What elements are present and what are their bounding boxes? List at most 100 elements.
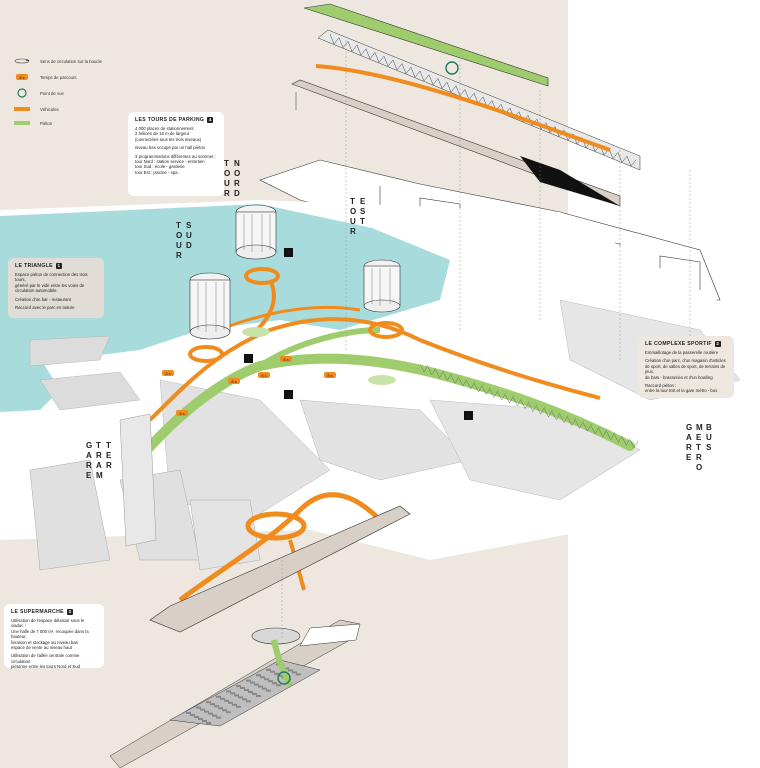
panel-paragraph: 3 programmations différentes au sommet :…	[135, 153, 216, 175]
block	[39, 371, 141, 411]
roundabout-nord	[244, 267, 280, 285]
viewpoint-supermarche	[277, 671, 291, 685]
time-badge: 8 s	[258, 372, 270, 378]
supermarche-layers	[109, 619, 361, 768]
marker-2: 2	[464, 411, 473, 420]
svg-text:4: 4	[287, 251, 291, 257]
viewpoint-circle-icon	[14, 88, 30, 98]
panel-paragraph: niveau bas occupé par un hall piéton	[135, 145, 205, 151]
legend-label: Véhicules	[40, 106, 59, 112]
green-plaza	[368, 375, 396, 385]
green-plaza	[242, 327, 270, 337]
time-badge: 8 s	[176, 410, 188, 416]
svg-text:2: 2	[467, 414, 471, 420]
panel-title: LE COMPLEXE SPORTIF	[645, 341, 712, 347]
panel-paragraph: Utilisation de l'espace délaissé sous le…	[11, 618, 89, 651]
panel-title: LE SUPERMARCHE	[11, 609, 64, 615]
pedestrian-green-bar-icon	[14, 119, 30, 127]
layer-truss-top	[317, 29, 641, 171]
panel-paragraph: Création d'un bar - restaurant	[15, 296, 71, 302]
panel-number: 1	[55, 263, 62, 269]
tower-sud	[189, 272, 231, 340]
water-inlet	[0, 358, 60, 412]
roundabout-est	[368, 321, 404, 339]
pedestrian-truss	[419, 363, 639, 449]
panel-title: LE TRIANGLE	[15, 263, 53, 269]
panel-paragraph: Raccord avec le parc en toiture	[15, 305, 75, 311]
pedestrian-route	[125, 353, 635, 475]
legend-row: Piéton	[14, 118, 134, 128]
vehicle-orange-bar-icon	[14, 105, 30, 113]
svg-text:8 s: 8 s	[261, 373, 266, 378]
panel-paragraph: Raccord piéton :entre la tour Est et la …	[645, 383, 718, 394]
travel-time-badge-icon: 8 s	[14, 73, 30, 81]
legend-row: Sens de circulation sur la boucle	[14, 56, 134, 66]
time-badge: 8 s	[324, 372, 336, 378]
svg-text:8 s: 8 s	[19, 75, 24, 80]
viewpoint-top	[445, 61, 459, 75]
panel-number: 4	[207, 117, 214, 123]
supermarche-annex	[299, 623, 361, 647]
panel-number: 2	[714, 341, 721, 347]
layer-vehicle-ramp	[315, 64, 611, 152]
layer-pedestrian-deck	[303, 3, 549, 87]
roundabout-south-interchange	[245, 511, 307, 541]
svg-text:3: 3	[247, 357, 251, 363]
legend-row: 8 s Temps de parcours	[14, 72, 134, 82]
svg-text:1: 1	[287, 393, 291, 399]
panel-paragraph: Espace piéton de connection des trois to…	[15, 272, 88, 294]
gare-tram-building	[119, 413, 157, 547]
legend-label: Temps de parcours	[40, 74, 77, 80]
layer-shadow	[520, 156, 620, 206]
tower-nord	[235, 204, 277, 260]
time-badge: 8 s	[280, 356, 292, 362]
block	[189, 499, 261, 571]
svg-text:8 s: 8 s	[179, 411, 184, 416]
marker-4: 4	[284, 248, 293, 257]
time-badge: 8 s	[162, 370, 174, 376]
parking-towers	[189, 204, 401, 340]
block	[29, 459, 111, 571]
legend-label: Piéton	[40, 120, 53, 126]
svg-text:8 s: 8 s	[283, 357, 288, 362]
legend-label: Point de vue	[40, 90, 64, 96]
panel-paragraph: Emmaillotage de la passerelle routière	[645, 350, 719, 355]
viaduct-deck	[149, 505, 411, 633]
vehicle-main	[148, 317, 601, 422]
marker-1: 1	[284, 390, 293, 399]
vehicle-viaduct	[178, 492, 382, 603]
block	[299, 399, 471, 481]
time-badge: 8 s	[228, 378, 240, 384]
tower-est	[363, 259, 401, 313]
loop-direction-arrow-icon	[14, 57, 30, 65]
svg-text:8 s: 8 s	[231, 379, 236, 384]
legend-row: Véhicules	[14, 104, 134, 114]
svg-text:8 s: 8 s	[327, 373, 332, 378]
block	[29, 335, 111, 367]
exploded-layers	[291, 3, 641, 207]
roundabout-sud	[188, 345, 224, 363]
panel-paragraph: Utilisation de l'allée centrale comme ci…	[11, 653, 81, 670]
legend-label: Sens de circulation sur la boucle	[40, 58, 102, 64]
panel-title: LES TOURS DE PARKING	[135, 117, 205, 123]
svg-text:8 s: 8 s	[165, 371, 170, 376]
projection-lines	[281, 40, 691, 640]
marker-3: 3	[244, 354, 253, 363]
panel-paragraph: Création d'un parc, d'un magasin d'artic…	[645, 358, 726, 380]
panel-number: 3	[66, 609, 73, 615]
